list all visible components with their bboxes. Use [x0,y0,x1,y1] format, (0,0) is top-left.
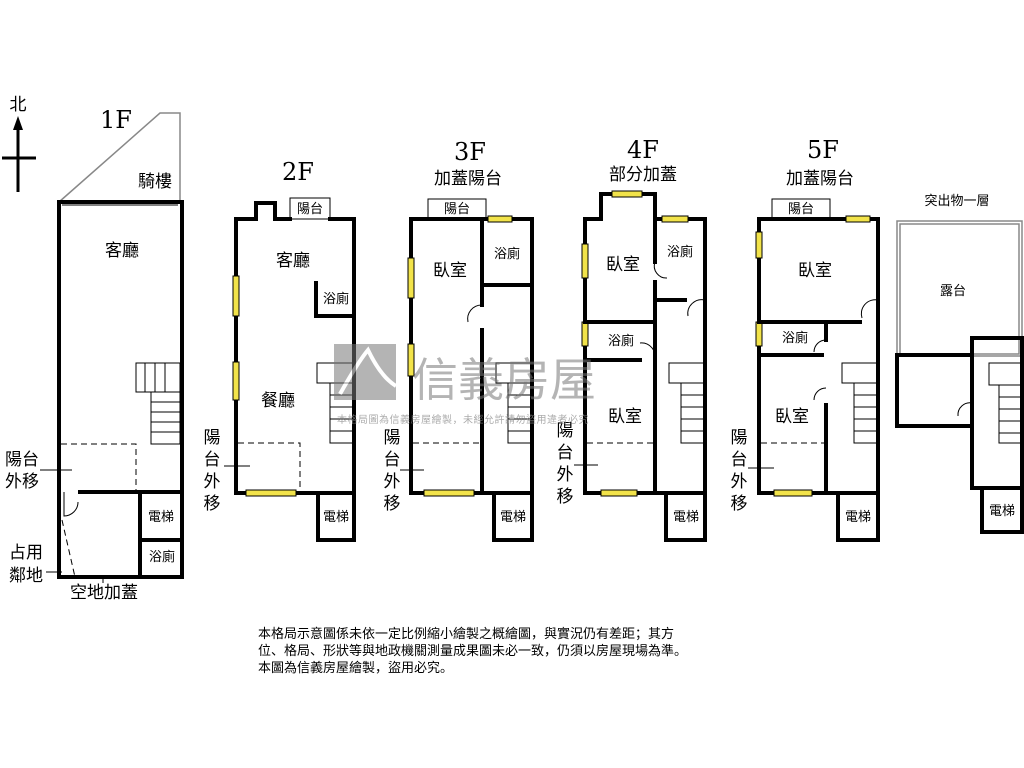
watermark-logo-icon [334,344,398,400]
north-label: 北 [10,95,27,115]
room-bath: 浴廁 [667,244,693,260]
room-arcade: 騎樓 [138,172,172,192]
room-bath: 浴廁 [149,549,175,565]
floor-4f [574,190,707,542]
room-terrace: 露台 [940,284,966,299]
room-bedroom: 臥室 [433,261,467,281]
room-elevator: 電梯 [500,510,526,525]
room-living: 客廳 [276,251,310,271]
label-balcony-moved: 外 [204,472,221,492]
room-elevator: 電梯 [148,510,174,525]
label-balcony-moved: 外移 [5,472,39,492]
disclaimer-line: 本圖為信義房屋繪製，盜用必究。 [258,661,454,676]
label-balcony-moved: 台 [557,443,574,463]
label-occupied: 鄰地 [9,566,43,586]
floor-3f [400,198,534,542]
floor-title-2f: 2F [282,158,314,186]
north-arrow-icon [2,116,36,192]
room-balcony: 陽台 [297,202,323,217]
label-balcony-moved: 外 [731,472,748,492]
floor-title-4f: 4F [627,136,659,164]
room-elevator: 電梯 [673,510,699,525]
label-balcony-moved: 陽台 [5,450,39,470]
room-elevator: 電梯 [989,504,1015,519]
room-bath: 浴廁 [782,330,808,346]
room-dining: 餐廳 [261,391,295,411]
room-bath: 浴廁 [494,246,520,262]
room-bedroom: 臥室 [608,407,642,427]
label-balcony-moved: 移 [384,494,401,514]
room-bedroom: 臥室 [775,407,809,427]
room-bedroom: 臥室 [798,261,832,281]
disclaimer-line: 本格局示意圖係未依一定比例縮小繪製之概繪圖，與實況仍有差距；其方 [258,627,675,642]
disclaimer-line: 位、格局、形狀等與地政機關測量成果圖未必一致，仍須以房屋現場為準。 [258,644,688,659]
room-balcony: 陽台 [788,202,814,217]
watermark-notice: 本格局圖為信義房屋繪製，未經允許請勿盜用違者必究 [337,413,589,426]
label-balcony-moved: 台 [731,450,748,470]
label-balcony-moved: 陽 [384,428,401,448]
floor-title-1f: 1F [100,106,132,134]
room-living: 客廳 [105,241,139,261]
floor-subtitle-3f: 加蓋陽台 [434,169,502,189]
floor-title-3f: 3F [454,138,486,166]
label-balcony-moved: 陽 [204,428,221,448]
label-balcony-moved: 移 [557,487,574,507]
floor-1f [40,112,184,583]
floor-roof [895,220,1024,534]
floor-subtitle-5f: 加蓋陽台 [786,169,854,189]
disclaimer-note: 本格局示意圖係未依一定比例縮小繪製之概繪圖，與實況仍有差距；其方 位、格局、形狀… [258,626,687,677]
label-balcony-moved: 台 [384,450,401,470]
floor-title-5f: 5F [807,136,839,164]
label-occupied: 占用 [9,543,43,563]
room-bedroom: 臥室 [606,255,640,275]
room-bath: 浴廁 [323,291,349,307]
label-balcony-moved: 移 [731,494,748,514]
label-balcony-moved: 陽 [731,428,748,448]
label-addition: 空地加蓋 [70,583,138,603]
floor-5f [748,198,880,542]
floor-title-roof: 突出物一層 [924,193,989,209]
label-balcony-moved: 陽 [557,421,574,441]
label-balcony-moved: 外 [384,472,401,492]
label-balcony-moved: 外 [557,465,574,485]
floor-subtitle-4f: 部分加蓋 [609,165,677,185]
label-balcony-moved: 移 [204,494,221,514]
room-elevator: 電梯 [845,510,871,525]
watermark-brand: 信義房屋 [412,353,596,407]
label-balcony-moved: 台 [204,450,221,470]
room-elevator: 電梯 [323,510,349,525]
room-bath: 浴廁 [608,333,634,349]
room-balcony: 陽台 [444,202,470,217]
